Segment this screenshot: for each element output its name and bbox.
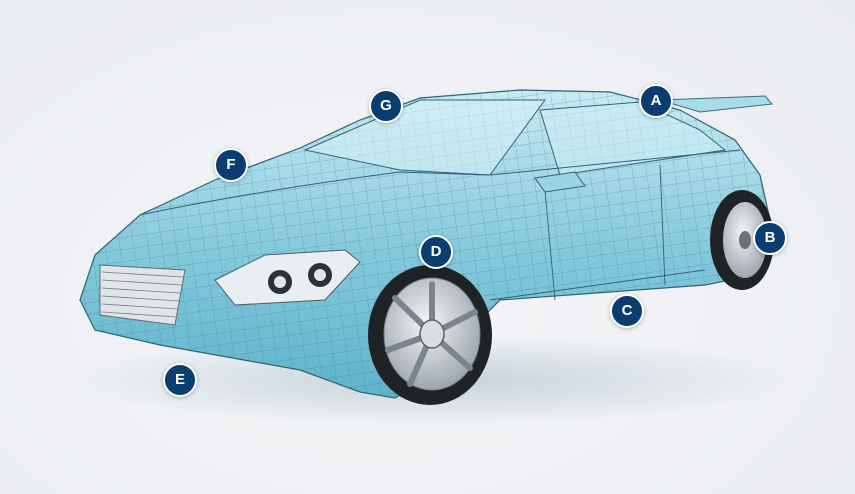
- hotspot-a[interactable]: A: [639, 84, 673, 118]
- side-mirror: [534, 171, 586, 193]
- side-window: [539, 101, 727, 176]
- rear-spoiler: [659, 95, 774, 113]
- hood-crease: [139, 171, 491, 216]
- beltline: [489, 149, 741, 176]
- hotspot-b[interactable]: B: [753, 221, 787, 255]
- hotspot-e[interactable]: E: [163, 363, 197, 397]
- hotspot-g[interactable]: G: [369, 89, 403, 123]
- sill-line: [489, 269, 706, 301]
- door-line: [544, 189, 556, 301]
- hotspot-c[interactable]: C: [610, 294, 644, 328]
- headlight: [214, 249, 361, 306]
- front-wheel: [368, 265, 492, 405]
- hotspot-f[interactable]: F: [214, 148, 248, 182]
- rear-wheel: [710, 190, 774, 290]
- door-line-rear: [659, 164, 666, 286]
- hotspot-d[interactable]: D: [419, 235, 453, 269]
- front-grille: [99, 264, 186, 326]
